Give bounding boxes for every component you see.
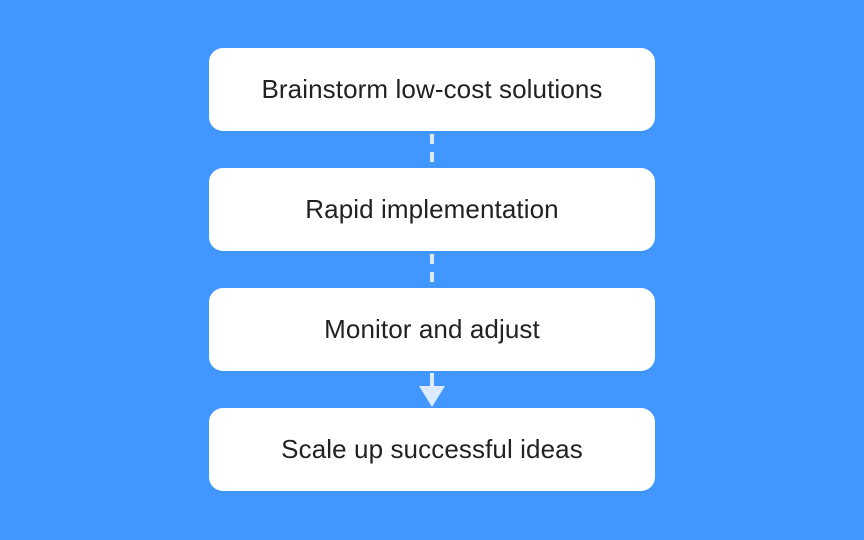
step-label: Monitor and adjust — [324, 314, 540, 344]
step-box-monitor-adjust: Monitor and adjust — [209, 288, 655, 371]
step-label: Scale up successful ideas — [281, 434, 583, 464]
step-box-scale-up: Scale up successful ideas — [209, 408, 655, 491]
step-box-brainstorm: Brainstorm low-cost solutions — [209, 48, 655, 131]
arrow-down-icon — [419, 386, 445, 407]
step-label: Rapid implementation — [305, 194, 559, 224]
step-box-rapid-implementation: Rapid implementation — [209, 168, 655, 251]
step-label: Brainstorm low-cost solutions — [261, 74, 603, 104]
